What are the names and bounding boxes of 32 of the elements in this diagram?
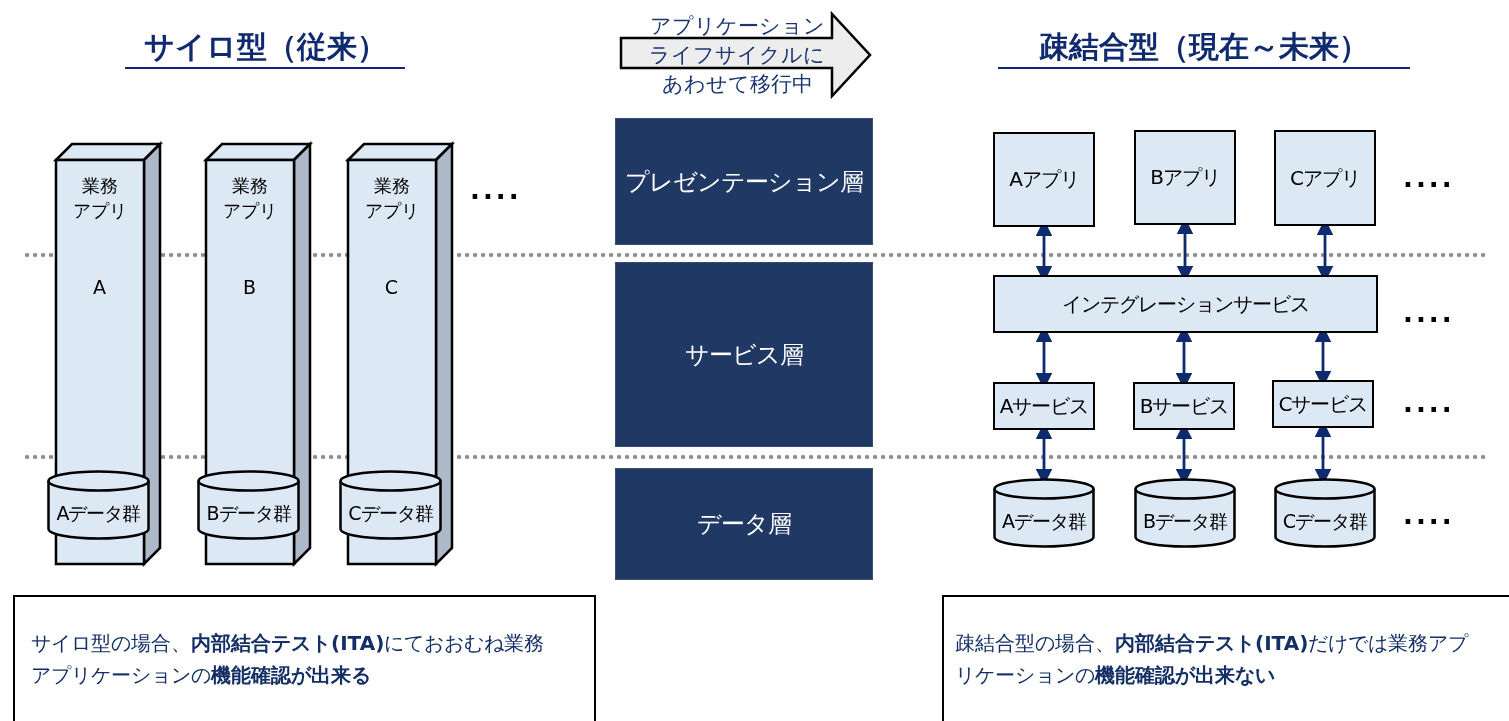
pillar-label: A bbox=[92, 275, 107, 300]
service-box: Aサービス bbox=[993, 382, 1095, 430]
pillar-label: B bbox=[241, 275, 257, 300]
pillar-label: C bbox=[383, 275, 400, 300]
database-cylinder: Bデータ群 bbox=[197, 470, 300, 540]
ellipsis-dots: ···· bbox=[1403, 171, 1455, 199]
service-box: Bサービス bbox=[1133, 382, 1235, 430]
layer-box: データ層 bbox=[615, 468, 873, 580]
pillar-label: 業務アプリ bbox=[221, 174, 278, 223]
section-heading: サイロ型（従来） bbox=[125, 28, 405, 69]
layer-box: サービス層 bbox=[615, 262, 873, 447]
database-cylinder: Aデータ群 bbox=[47, 470, 150, 540]
app-box: Aアプリ bbox=[993, 132, 1095, 227]
pillar-label: 業務アプリ bbox=[363, 174, 420, 223]
note-box: 疎結合型の場合、内部結合テスト(ITA)だけでは業務アプリケーションの機能確認が出来ない bbox=[942, 595, 1509, 721]
app-box: Bアプリ bbox=[1134, 130, 1236, 225]
integration-box: インテグレーションサービス bbox=[993, 275, 1378, 333]
layer-box: プレゼンテーション層 bbox=[615, 118, 873, 245]
service-box: Cサービス bbox=[1272, 380, 1374, 428]
database-cylinder: Bデータ群 bbox=[1134, 478, 1236, 548]
database-cylinder: Cデータ群 bbox=[1274, 478, 1376, 548]
ellipsis-dots: ···· bbox=[1403, 508, 1455, 536]
note-box: サイロ型の場合、内部結合テスト(ITA)にておおむね業務アプリケーションの機能確認が出来る bbox=[13, 595, 596, 721]
ellipsis-dots: ···· bbox=[470, 183, 522, 211]
app-box: Cアプリ bbox=[1274, 130, 1376, 226]
migration-arrow: アプリケーションライフサイクルにあわせて移行中 bbox=[620, 12, 872, 98]
section-heading: 疎結合型（現在～未来） bbox=[998, 28, 1410, 69]
database-cylinder: Cデータ群 bbox=[339, 470, 442, 540]
database-cylinder: Aデータ群 bbox=[993, 478, 1095, 548]
pillar-label: 業務アプリ bbox=[71, 174, 128, 223]
ellipsis-dots: ···· bbox=[1403, 306, 1455, 334]
ellipsis-dots: ···· bbox=[1403, 396, 1455, 424]
